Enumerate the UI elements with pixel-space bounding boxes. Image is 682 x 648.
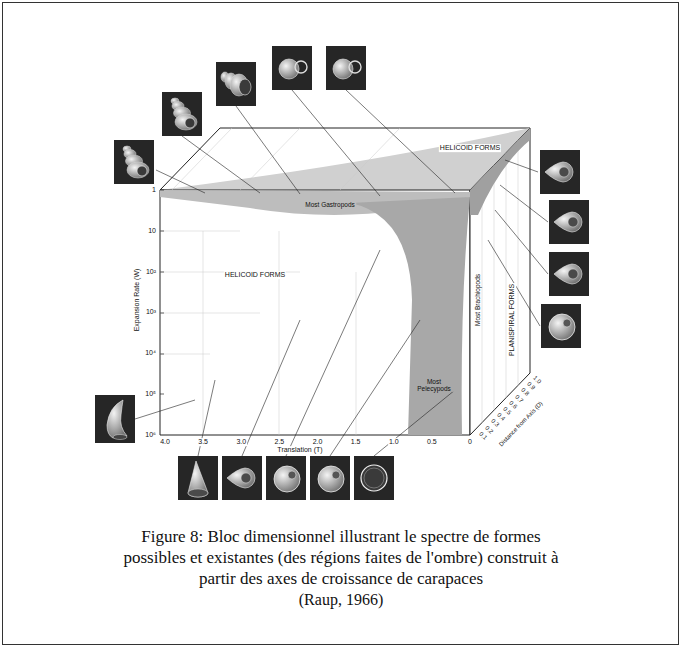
axis-tick: 3.5	[197, 438, 209, 446]
leader-lines	[135, 90, 548, 456]
shell-thumbnail	[549, 252, 589, 296]
axis-tick: 1.5	[350, 438, 362, 446]
axis-tick: 10³	[145, 309, 157, 317]
shell-thumbnail	[326, 46, 366, 90]
shell-thumbnail	[222, 456, 262, 500]
shell-thumbnails	[95, 46, 589, 500]
axis-tick: 0.5	[426, 438, 438, 446]
region-label: Most Gastropods	[304, 201, 356, 208]
shell-thumbnail	[549, 200, 589, 244]
axis-ticks	[160, 190, 164, 394]
axis-title: Translation (T)	[276, 446, 323, 454]
cube	[160, 128, 530, 435]
axis-tick: 0	[467, 438, 473, 446]
figure-caption: Figure 8: Bloc dimensionnel illustrant l…	[121, 526, 561, 589]
shell-thumbnail	[272, 46, 312, 90]
source-citation: (Raup, 1966)	[298, 591, 384, 609]
axis-tick: 3.0	[235, 438, 247, 446]
figure-frame	[3, 3, 679, 645]
top-face	[160, 128, 530, 190]
axis-tick: 2.0	[312, 438, 324, 446]
axis-title: Expansion Rate (W)	[133, 268, 141, 333]
top-shaded-region	[160, 128, 530, 190]
region-label: PLANISPIRAL FORMS	[508, 283, 516, 357]
grid-lines	[160, 128, 518, 435]
axis-tick: 1	[151, 186, 157, 194]
region-label: Most Brachiopods	[474, 273, 481, 327]
front-face	[160, 190, 470, 435]
axis-tick: 1.0	[388, 438, 400, 446]
axis-tick: 4.0	[159, 438, 171, 446]
shell-thumbnail	[216, 62, 256, 106]
region-label: HELICOID FORMS	[439, 144, 501, 152]
axis-tick: 10⁶	[144, 431, 157, 439]
axis-tick: 10²	[145, 268, 157, 276]
axis-tick: 10	[147, 227, 157, 235]
region-label: Most Pelecypods	[411, 378, 457, 392]
shell-thumbnail	[162, 92, 202, 136]
brachiopod-region	[470, 128, 530, 215]
shell-thumbnail	[354, 456, 394, 500]
axis-tick: 10⁵	[144, 390, 157, 398]
shell-thumbnail	[540, 150, 580, 194]
axis-tick: 2.5	[274, 438, 286, 446]
shell-thumbnail	[114, 140, 154, 184]
axis-tick: 10⁴	[144, 349, 157, 357]
shell-thumbnail	[95, 395, 135, 443]
shell-thumbnail	[178, 456, 218, 500]
region-label: HELICOID FORMS	[224, 271, 286, 279]
pelecypod-region	[350, 197, 470, 435]
shell-thumbnail	[310, 456, 350, 500]
shell-thumbnail	[541, 304, 581, 348]
shell-thumbnail	[266, 456, 306, 500]
